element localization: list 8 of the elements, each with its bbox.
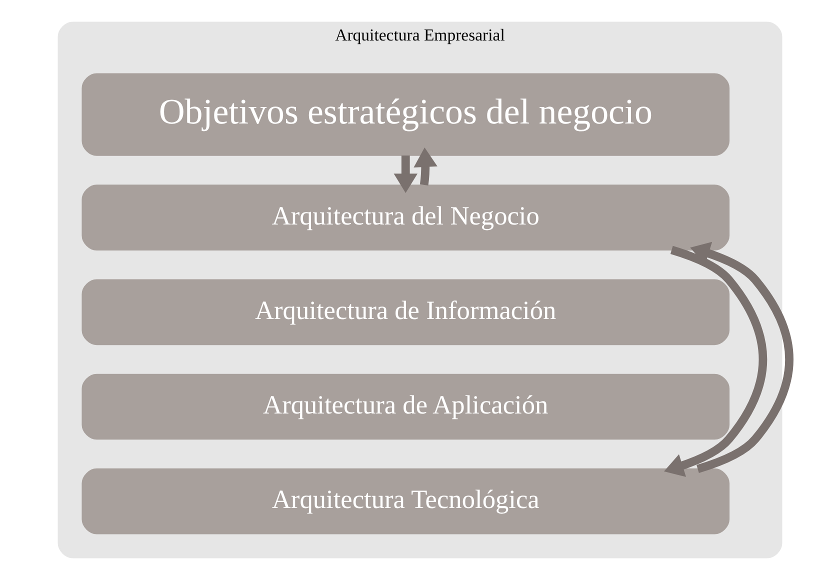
node-box: Objetivos estratégicos del negocio [81,73,730,156]
node-box: Arquitectura de Aplicación [81,374,730,440]
arrow [413,148,437,186]
node-box: Arquitectura Tecnológica [81,468,730,534]
node-box: Arquitectura de Información [81,279,730,346]
node-box: Arquitectura del Negocio [81,184,730,250]
arrow [690,242,793,473]
arrow [393,156,418,193]
